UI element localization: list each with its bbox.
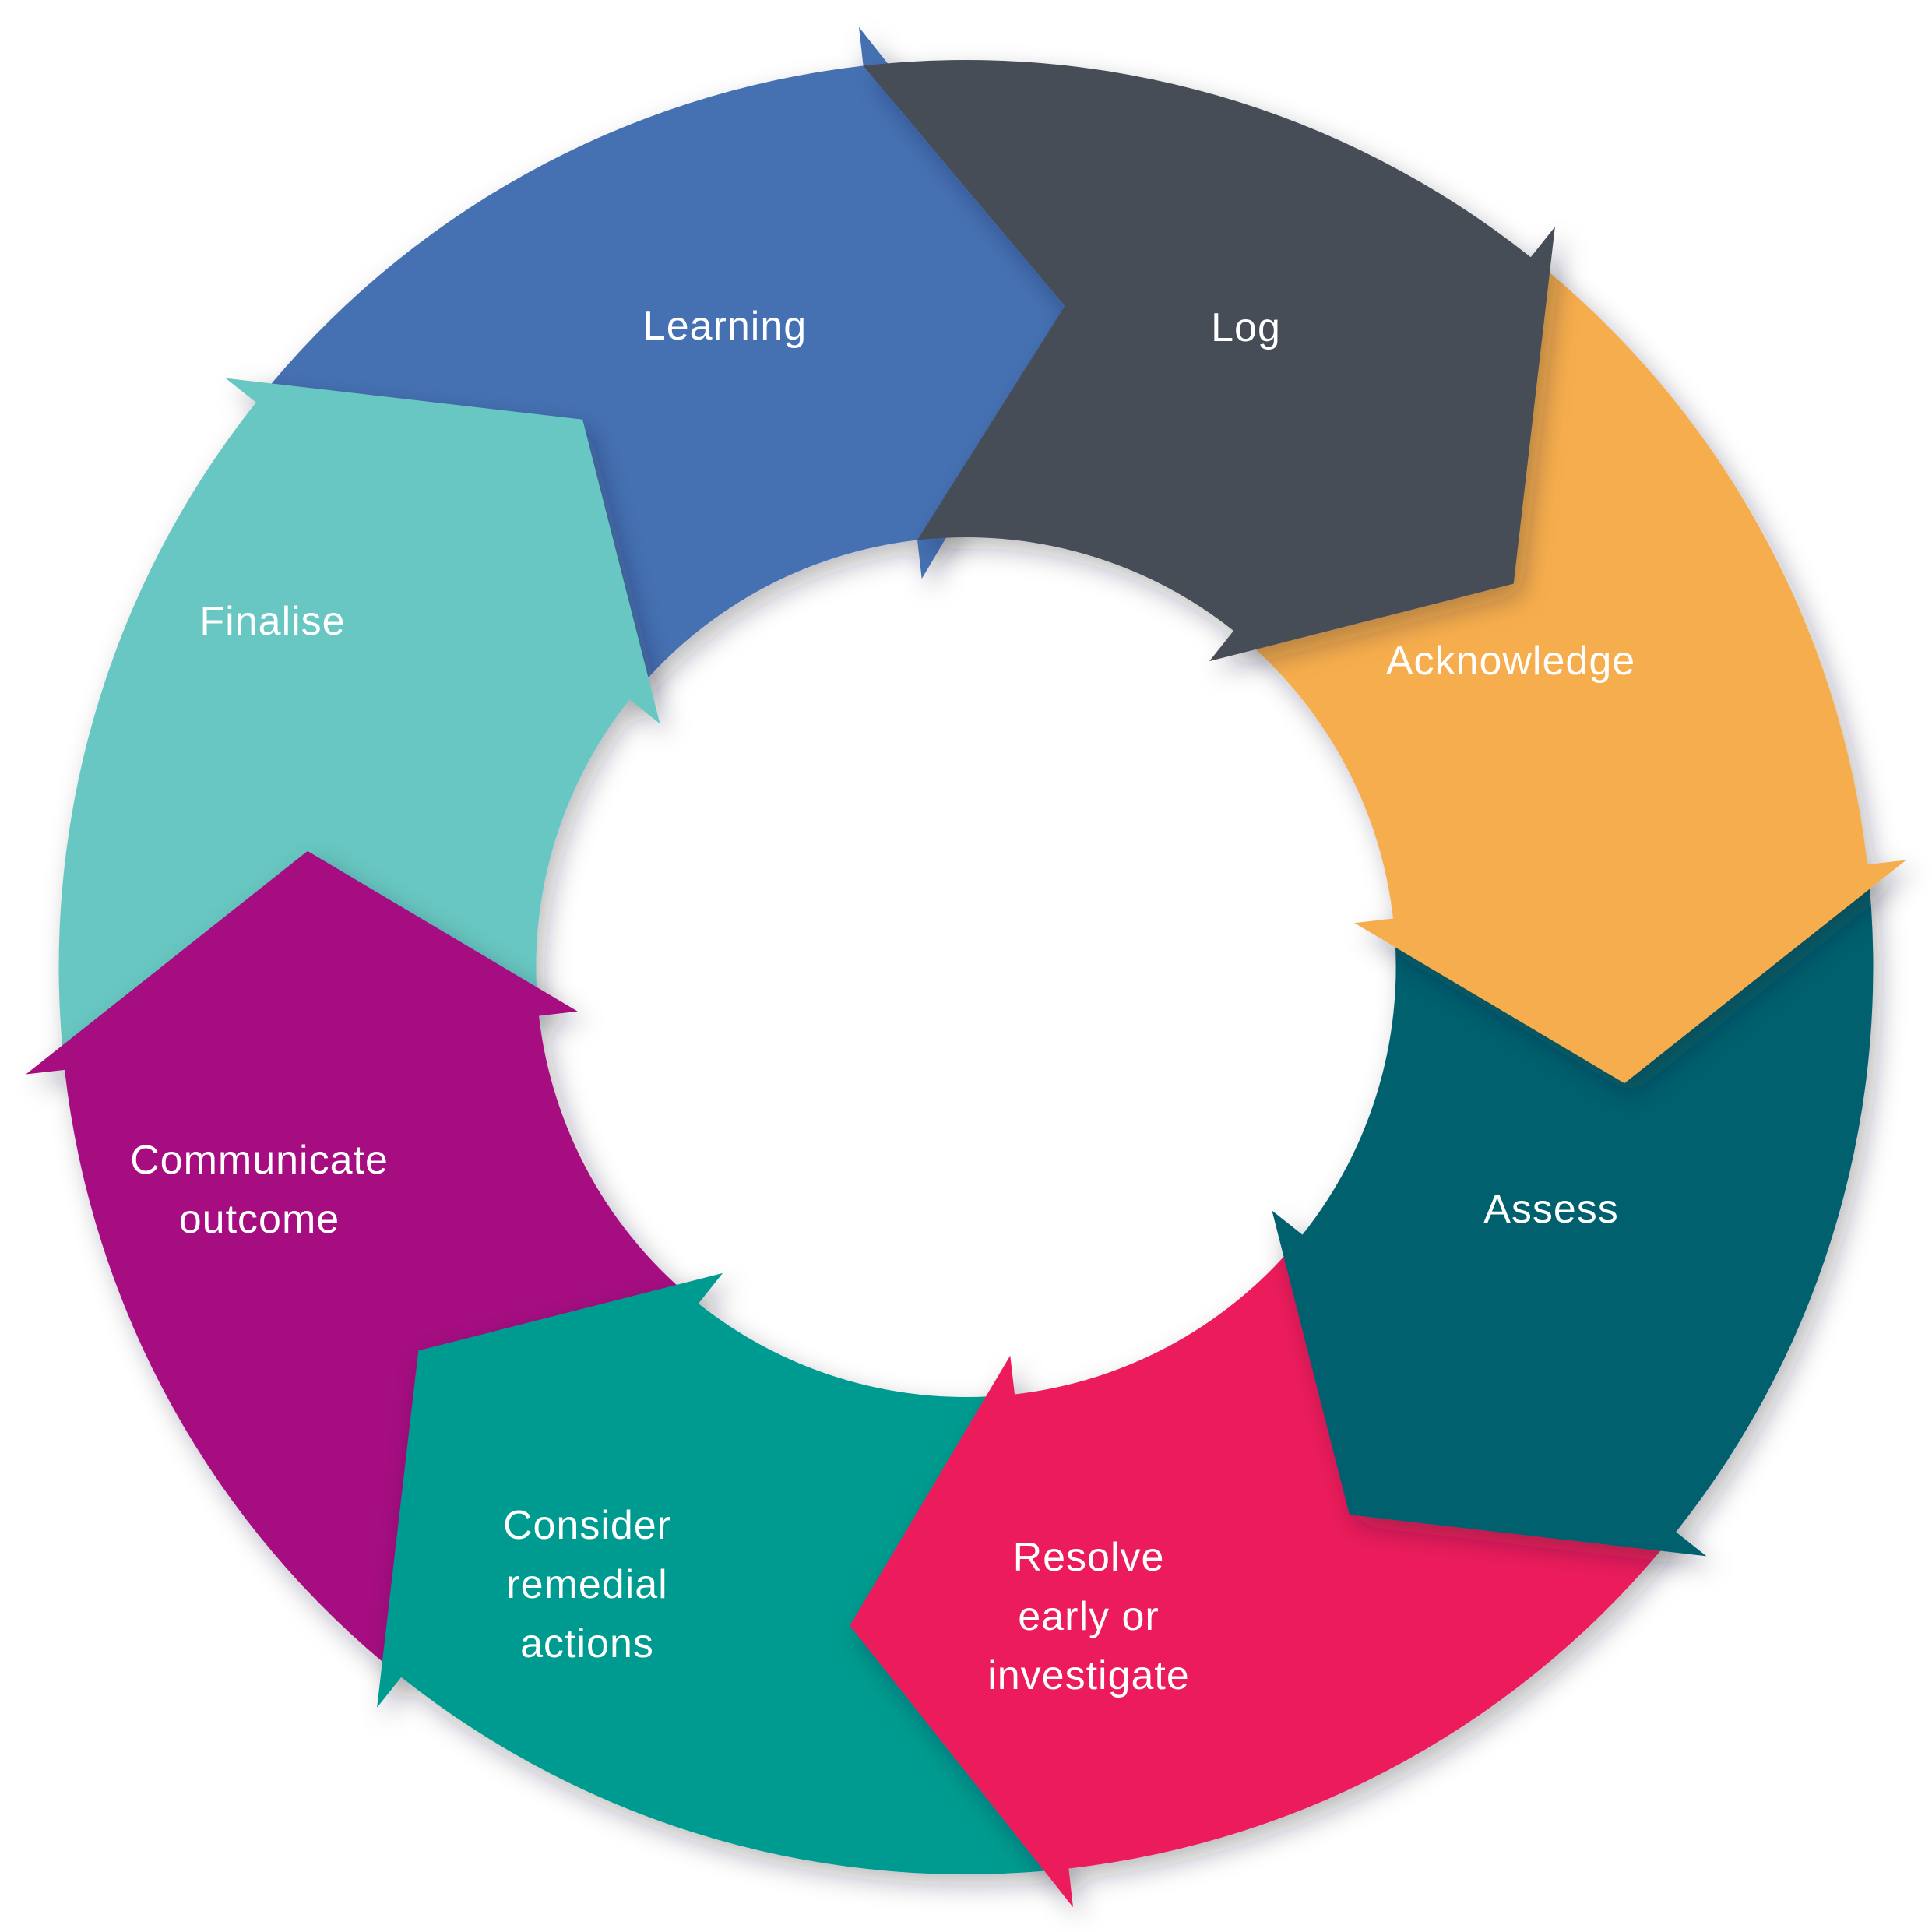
segment-acknowledge-label: Acknowledge — [1386, 639, 1635, 684]
segment-consider-arrow — [377, 1272, 1069, 1874]
segment-acknowledge-arrow — [1233, 257, 1906, 1084]
segment-assess-label: Assess — [1483, 1187, 1619, 1232]
segment-finalise-label: Finalise — [199, 599, 345, 644]
segment-assess-arrow — [1272, 864, 1874, 1557]
segment-finalise-arrow — [58, 378, 660, 1070]
segment-log-arrow — [863, 60, 1555, 662]
cycle-ring — [26, 26, 1906, 1908]
segment-log-label: Log — [1211, 305, 1281, 350]
segment-communicate-arrow — [26, 850, 699, 1677]
segment-resolve-arrow — [850, 1234, 1677, 1908]
segment-learning-label: Learning — [643, 304, 807, 349]
segment-learning-arrow — [255, 26, 1082, 700]
